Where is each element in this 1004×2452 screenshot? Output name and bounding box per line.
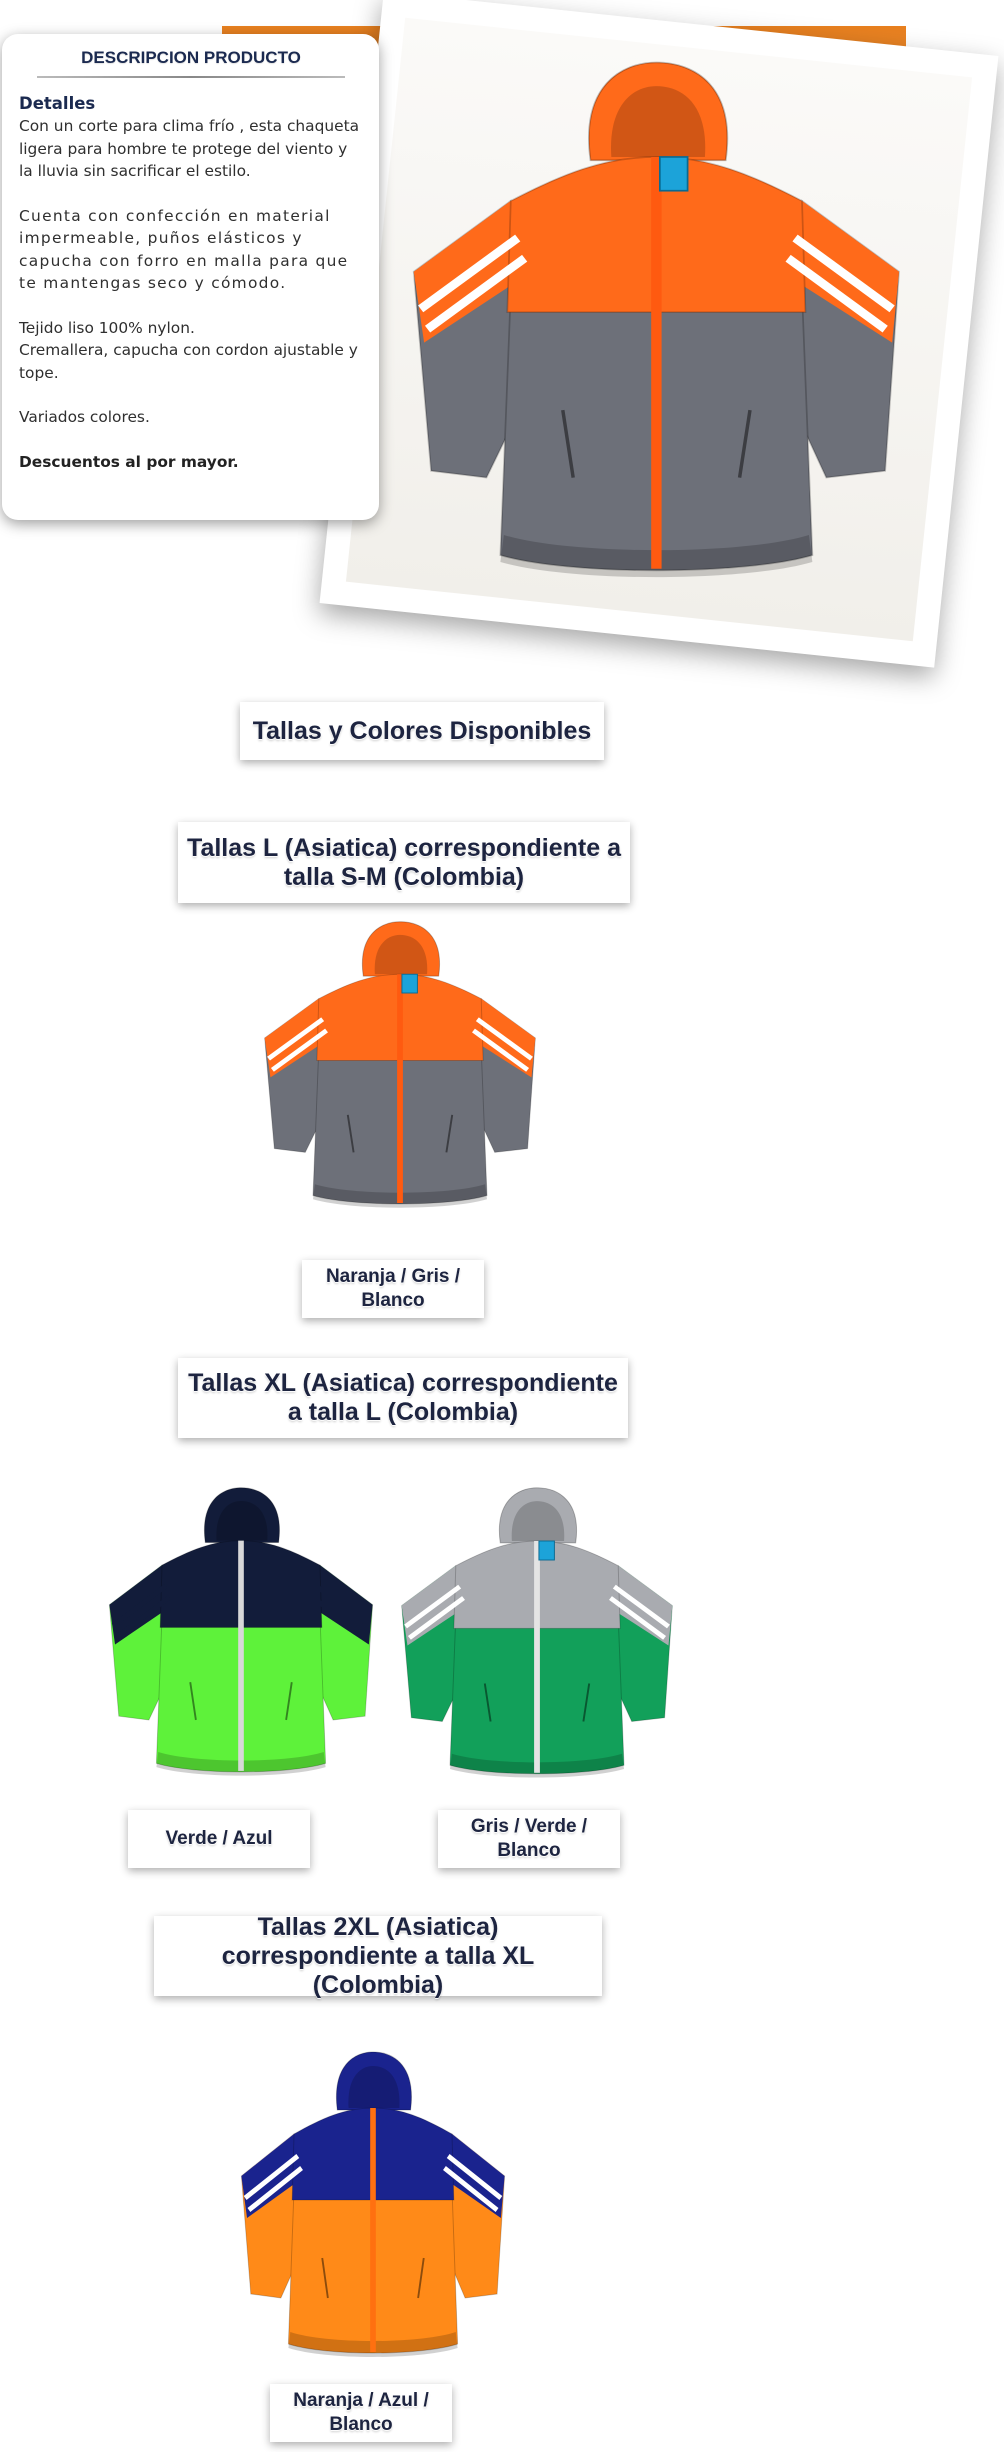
description-paragraph-3: Tejido liso 100% nylon.	[19, 318, 195, 337]
description-paragraph-6: Descuentos al por mayor.	[19, 452, 239, 471]
sizes-colors-title-text: Tallas y Colores Disponibles	[252, 716, 592, 745]
color-label-green-navy-text: Verde / Azul	[165, 1828, 273, 1849]
section-title-2xl-text: Tallas 2XL (Asiatica) correspondiente a …	[221, 1912, 535, 1999]
hero-photo-frame	[319, 0, 999, 668]
description-divider	[37, 76, 345, 78]
sizes-colors-title: Tallas y Colores Disponibles	[240, 702, 604, 760]
jacket-gray-green-white	[392, 1484, 682, 1788]
color-label-orange-gray-white-text: Naranja / Gris / Blanco	[325, 1266, 461, 1311]
jacket-orange-gray-white	[255, 918, 545, 1218]
color-label-gray-green-white: Gris / Verde / Blanco	[438, 1810, 620, 1868]
color-label-gray-green-white-text: Gris / Verde / Blanco	[470, 1816, 588, 1861]
hero-photo	[345, 17, 973, 642]
description-paragraph-5: Variados colores.	[19, 408, 150, 426]
description-heading: Detalles	[19, 94, 96, 113]
section-title-xl: Tallas XL (Asiatica) correspondiente a t…	[178, 1358, 628, 1438]
section-title-l: Tallas L (Asiatica) correspondiente a ta…	[178, 822, 630, 903]
color-label-green-navy: Verde / Azul	[128, 1810, 310, 1868]
section-title-2xl: Tallas 2XL (Asiatica) correspondiente a …	[154, 1913, 602, 1999]
jacket-orange-blue-white	[232, 2048, 514, 2368]
section-title-xl-text: Tallas XL (Asiatica) correspondiente a t…	[188, 1369, 618, 1426]
description-title: DESCRIPCION PRODUCTO	[81, 48, 301, 67]
product-description-card: DESCRIPCION PRODUCTO Detalles Con un cor…	[2, 34, 379, 520]
color-label-orange-gray-white: Naranja / Gris / Blanco	[302, 1260, 484, 1318]
color-label-orange-blue-white: Naranja / Azul / Blanco	[270, 2384, 452, 2442]
description-paragraph-1: Con un corte para clima frío , esta chaq…	[19, 117, 360, 180]
description-paragraph-2: Cuenta con confección en material imperm…	[19, 206, 349, 293]
description-paragraph-4: Cremallera, capucha con cordon ajustable…	[19, 341, 358, 382]
hero-jacket-orange-gray	[396, 56, 916, 596]
section-title-l-text: Tallas L (Asiatica) correspondiente a ta…	[187, 833, 621, 891]
color-label-orange-blue-white-text: Naranja / Azul / Blanco	[293, 2390, 429, 2435]
jacket-green-navy	[100, 1484, 382, 1786]
